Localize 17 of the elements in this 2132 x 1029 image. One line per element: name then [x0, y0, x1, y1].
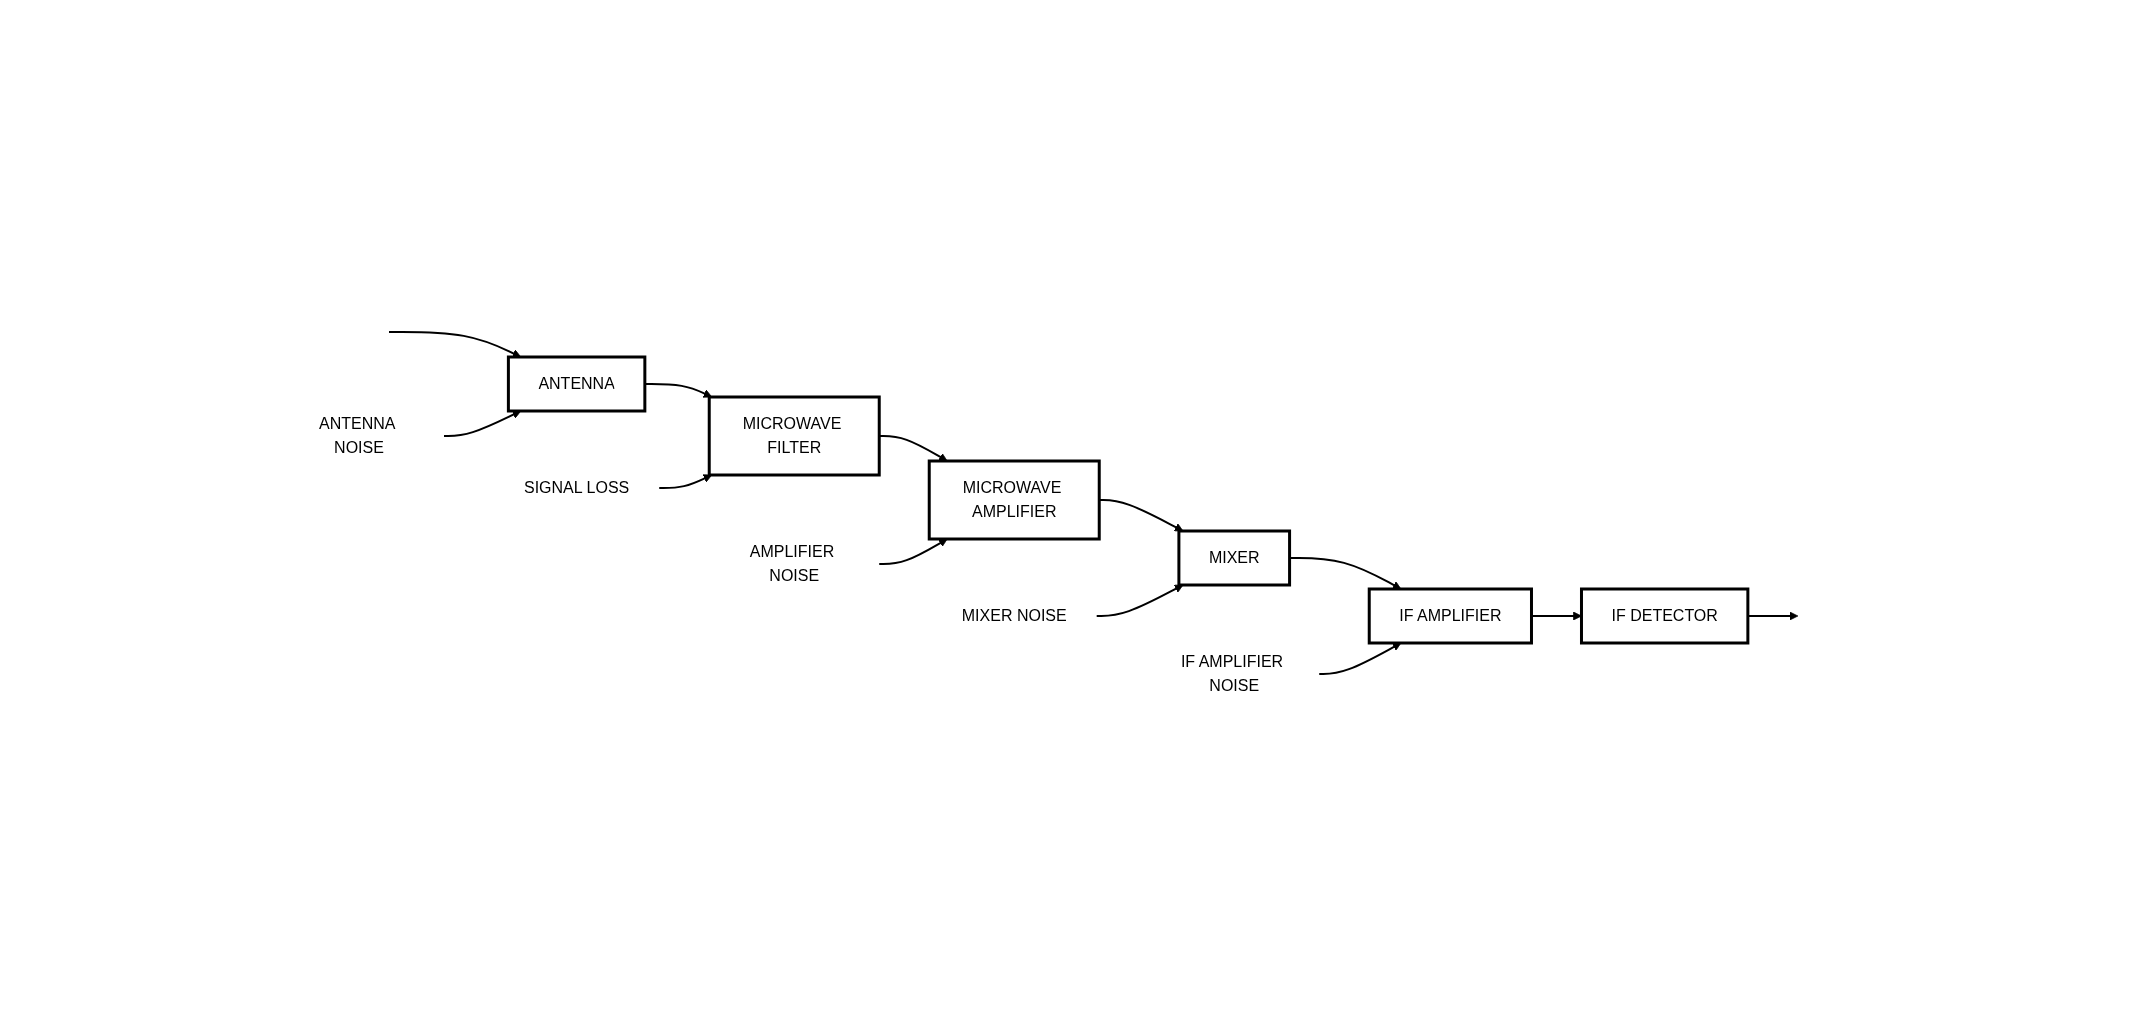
arrow	[658, 473, 713, 489]
arrow	[878, 538, 948, 565]
arrow	[388, 330, 522, 357]
node-text: AMPLIFIER NOISE	[749, 542, 835, 584]
node-box: MICROWAVE FILTER	[707, 395, 881, 476]
node-box: IF DETECTOR	[1580, 587, 1750, 644]
node-box: IF AMPLIFIER	[1367, 587, 1534, 644]
arrow	[443, 410, 522, 437]
node-text: IF AMPLIFIER NOISE	[1180, 652, 1284, 694]
node-box: ANTENNA	[506, 355, 647, 412]
node-text: ANTENNA NOISE	[319, 414, 395, 456]
node-text: SIGNAL LOSS	[524, 478, 630, 496]
arrow	[1095, 584, 1184, 617]
node-box: MICROWAVE AMPLIFIER	[927, 459, 1101, 540]
node-box: MIXER	[1177, 529, 1292, 586]
node-text: MIXER NOISE	[961, 606, 1067, 624]
arrow	[1318, 642, 1402, 675]
